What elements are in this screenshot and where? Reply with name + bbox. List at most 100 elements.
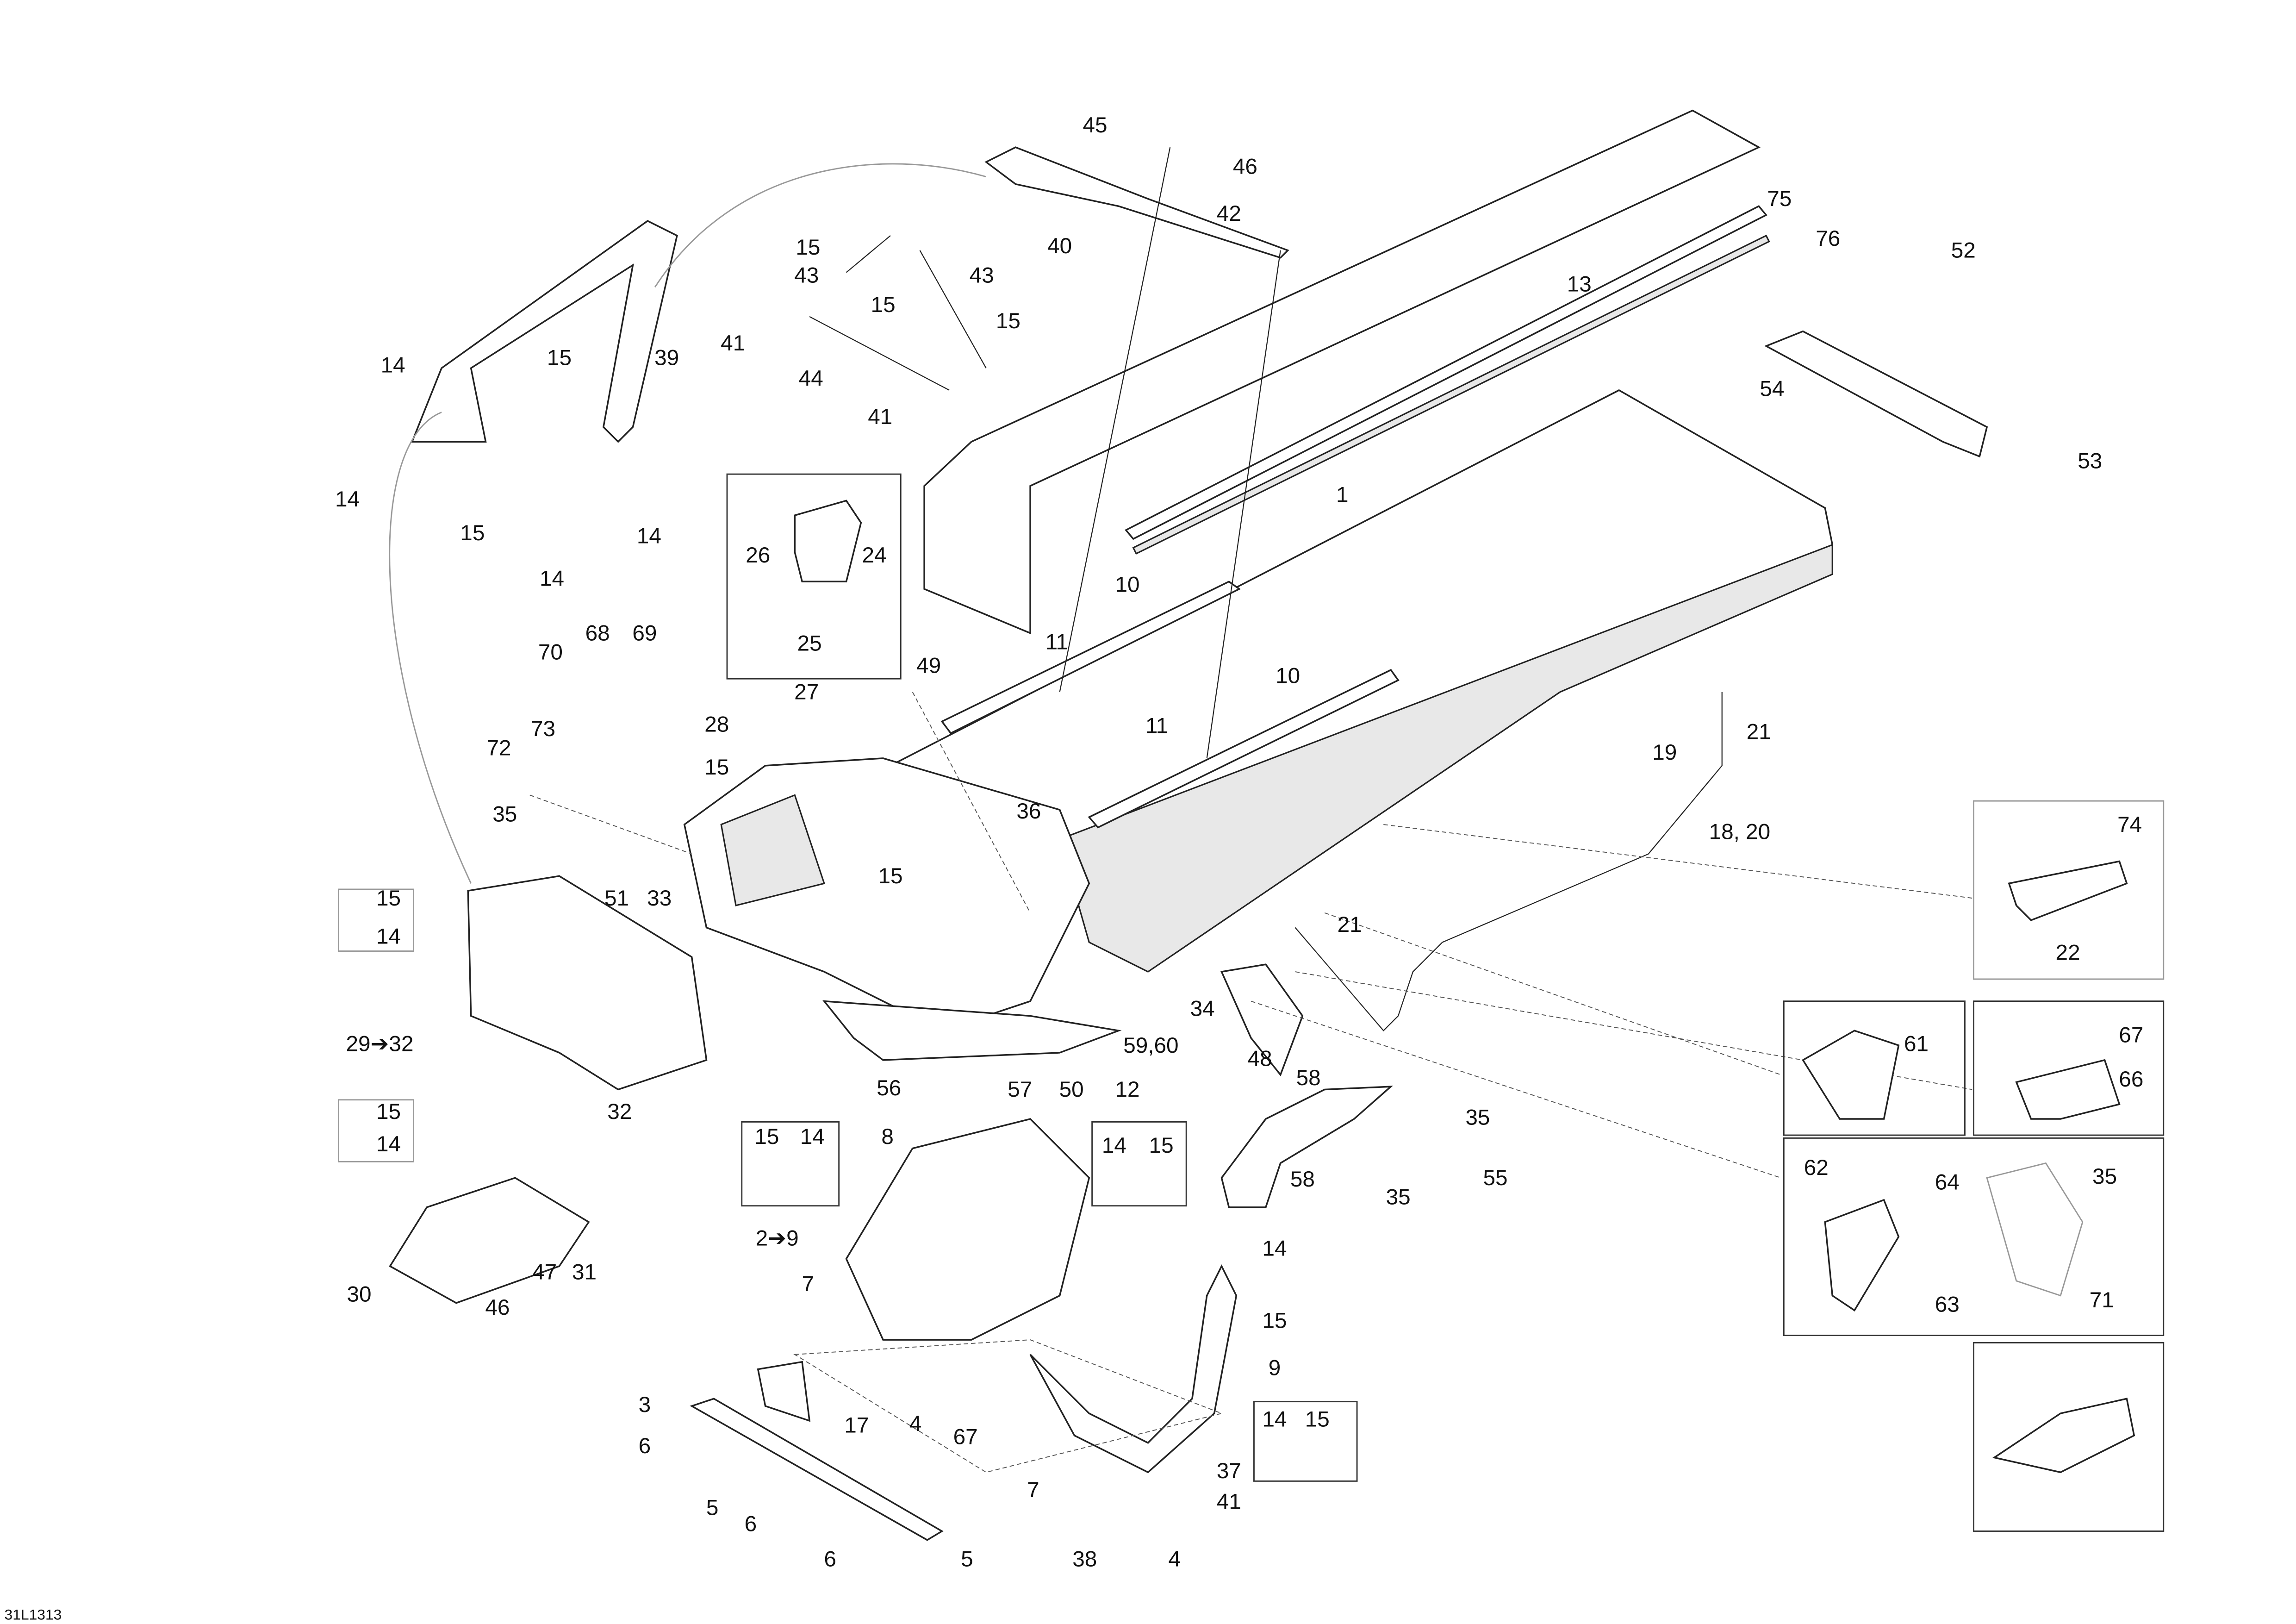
callout-label: 7 — [802, 1272, 815, 1296]
illustration-code: 31L1313 — [5, 1606, 62, 1623]
callout-label: 43 — [794, 263, 819, 288]
callout-label: 15 — [796, 235, 820, 260]
callout-label: 73 — [531, 717, 555, 741]
callout-label: 52 — [1951, 238, 1976, 263]
callout-label: 21 — [1747, 719, 1771, 744]
callout-label: 1 — [1336, 482, 1349, 507]
callout-label: 21 — [1338, 912, 1362, 937]
detail-box-61 — [1783, 1000, 1966, 1136]
callout-label: 2➔9 — [756, 1226, 799, 1250]
leader-arc — [389, 163, 987, 884]
callout-label: 76 — [1816, 226, 1840, 251]
callout-label: 35 — [2092, 1164, 2117, 1189]
part-footrest-22 — [2008, 860, 2128, 921]
part-bumper-52 — [1764, 330, 1988, 458]
callout-label: 56 — [877, 1076, 901, 1100]
part-rail-76 — [1132, 234, 1770, 555]
callout-label: 40 — [1047, 234, 1072, 258]
callout-label: 15 — [754, 1124, 779, 1149]
callout-label: 71 — [2090, 1288, 2114, 1312]
callout-label: 15 — [460, 521, 485, 545]
part-bracket-62 — [1824, 1199, 1900, 1312]
callout-label: 15 — [1305, 1407, 1330, 1432]
callout-label: 68 — [585, 621, 610, 645]
callout-label: 15 — [1149, 1133, 1174, 1158]
callout-label: 6 — [824, 1547, 836, 1572]
part-bracket-24 — [794, 500, 862, 583]
detail-boxes — [337, 473, 2165, 1532]
detail-box-15-14-a — [337, 888, 415, 952]
callout-label: 14 — [540, 567, 564, 591]
callout-label: 24 — [862, 543, 886, 568]
part-bracket-17 — [757, 1361, 811, 1422]
callout-label: 53 — [2078, 449, 2102, 473]
callout-label: 67 — [953, 1425, 978, 1449]
part-front-frame-8 — [845, 1118, 1090, 1341]
callout-label: 33 — [647, 886, 672, 911]
detail-box-14-15-d — [1091, 1121, 1187, 1207]
callout-label: 14 — [1102, 1133, 1126, 1158]
callout-label: 64 — [1935, 1170, 1960, 1195]
callout-label: 67 — [2119, 1023, 2143, 1048]
callout-label: 15 — [871, 293, 896, 317]
callout-label: 14 — [1262, 1237, 1287, 1261]
detail-box-24-26 — [726, 473, 902, 680]
callout-label: 58 — [1296, 1066, 1321, 1090]
callout-label: 10 — [1276, 664, 1300, 688]
callout-label: 9 — [1269, 1355, 1281, 1380]
callout-label: 22 — [2056, 940, 2080, 965]
part-bracket-34 — [1220, 963, 1304, 1077]
callout-label: 63 — [1935, 1293, 1960, 1317]
part-rod-44 — [809, 235, 987, 391]
callout-label: 37 — [1217, 1459, 1241, 1483]
callout-label: 10 — [1115, 572, 1139, 597]
callout-label: 14 — [376, 1132, 401, 1156]
part-bracket-30 — [389, 1177, 590, 1304]
callout-label: 39 — [654, 346, 679, 370]
callout-label: 11 — [1045, 630, 1069, 654]
callout-label: 58 — [1290, 1167, 1315, 1192]
callout-label: 15 — [376, 886, 401, 911]
callout-label: 48 — [1248, 1046, 1272, 1071]
part-frame-9 — [1029, 1264, 1238, 1474]
part-rail-75 — [1125, 205, 1767, 540]
part-grab-bar-18-20 — [1294, 692, 1723, 1031]
callout-label: 62 — [1804, 1156, 1829, 1180]
callout-label: 27 — [794, 680, 819, 705]
callout-label: 51 — [604, 886, 629, 911]
part-rail-10-right — [1088, 668, 1400, 829]
callout-label: 25 — [797, 631, 822, 656]
callout-label: 6 — [639, 1434, 651, 1458]
part-rail-3 — [690, 1398, 944, 1541]
callout-label: 42 — [1217, 201, 1241, 226]
part-tunnel-side — [1058, 543, 1833, 973]
callout-label: 5 — [706, 1495, 719, 1520]
part-tunnel-cover-13 — [923, 109, 1761, 635]
detail-box-62 — [1783, 1137, 2165, 1336]
callout-label: 29➔32 — [346, 1032, 413, 1056]
callout-label: 61 — [1904, 1032, 1929, 1056]
callout-label: 38 — [1072, 1547, 1097, 1572]
detail-box-66 — [1973, 1000, 2165, 1136]
detail-box-22 — [1973, 800, 2165, 980]
part-plate-4 — [793, 1339, 1223, 1473]
callout-label: 18, 20 — [1709, 820, 1771, 844]
callout-label: 11 — [1145, 714, 1169, 738]
callout-label: 28 — [704, 712, 729, 737]
callout-label: 5 — [961, 1547, 973, 1572]
callout-label: 57 — [1008, 1077, 1032, 1102]
callout-label: 8 — [881, 1124, 894, 1149]
callout-label: 15 — [878, 864, 902, 888]
callout-label: 72 — [487, 736, 511, 760]
callout-label: 19 — [1652, 740, 1677, 765]
callout-label: 26 — [746, 543, 770, 568]
detail-box-65 — [1973, 1342, 2165, 1532]
callout-label: 14 — [376, 924, 401, 949]
dashed-leaders — [529, 692, 1972, 1179]
callout-label: 35 — [492, 802, 517, 827]
part-bracket-66 — [2015, 1059, 2121, 1120]
callout-label: 4 — [909, 1412, 922, 1436]
part-arm-48 — [1220, 1086, 1394, 1208]
